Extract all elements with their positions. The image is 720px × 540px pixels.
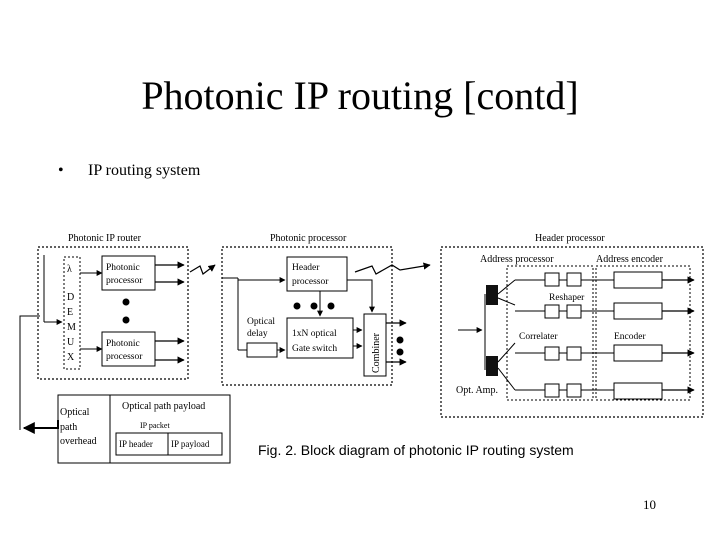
svg-text:Combiner: Combiner [371, 332, 382, 373]
svg-text:Reshaper: Reshaper [549, 293, 585, 303]
svg-text:IP header: IP header [119, 439, 153, 449]
amplifier-bottom [486, 356, 498, 376]
gate-switch-box [286, 317, 354, 359]
demux-letter-5: X [67, 352, 75, 363]
svg-text:Optical: Optical [247, 317, 275, 327]
svg-text:Address processor: Address processor [480, 254, 554, 265]
bullet-text: IP routing system [88, 162, 201, 179]
amplifier-top [486, 285, 498, 305]
svg-text:Optical path payload: Optical path payload [122, 401, 205, 412]
demux-letter-3: M [67, 322, 76, 333]
slide-number: 10 [643, 497, 656, 512]
svg-text:1xN optical: 1xN optical [292, 329, 337, 339]
slide-title: Photonic IP routing [contd] [141, 73, 579, 118]
photonic-processor-bottom [101, 331, 156, 367]
demux-letter-4: U [67, 337, 75, 348]
demux-box [63, 256, 81, 370]
svg-text:processor: processor [292, 277, 329, 287]
link-zigzag-1 [189, 264, 216, 275]
header-title: Header processor [535, 233, 605, 244]
demux-letter-2: E [67, 307, 73, 318]
svg-text:Address encoder: Address encoder [596, 254, 664, 265]
processor-title: Photonic processor [270, 233, 347, 244]
svg-text:IP packet: IP packet [140, 421, 170, 430]
combiner-box [363, 313, 387, 377]
demux-letter-1: D [67, 292, 74, 303]
svg-text:overhead: overhead [60, 436, 97, 447]
demux-letter-0: λ [67, 264, 72, 275]
svg-text:processor: processor [106, 352, 143, 362]
photonic-processor-top [101, 255, 156, 291]
header-processor-box [286, 256, 348, 292]
photonic-ip-router: Photonic IP router λ D E M U X Photonic … [19, 233, 189, 430]
svg-text:path: path [60, 422, 77, 433]
svg-text:Correlater: Correlater [519, 332, 558, 342]
router-title: Photonic IP router [68, 233, 142, 244]
optical-delay-box [246, 342, 278, 358]
link-zigzag-2 [354, 262, 431, 275]
svg-text:Gate switch: Gate switch [292, 344, 337, 354]
bullet-marker: • [58, 162, 64, 179]
svg-text:Opt. Amp.: Opt. Amp. [456, 385, 498, 396]
header-processor: Header processor Address processor Addre… [440, 233, 704, 418]
photonic-processor: Photonic processor Header processor 1xN … [221, 233, 407, 386]
svg-text:delay: delay [247, 329, 268, 339]
svg-text:Optical: Optical [60, 407, 90, 418]
svg-text:Encoder: Encoder [614, 332, 646, 342]
svg-text:processor: processor [106, 276, 143, 286]
packet-format: Optical path overhead Optical path paylo… [22, 394, 231, 464]
figure-caption: Fig. 2. Block diagram of photonic IP rou… [258, 442, 574, 458]
svg-text:IP payload: IP payload [171, 439, 210, 449]
svg-text:Photonic: Photonic [106, 263, 140, 273]
svg-text:Header: Header [292, 263, 320, 273]
svg-text:Photonic: Photonic [106, 339, 140, 349]
